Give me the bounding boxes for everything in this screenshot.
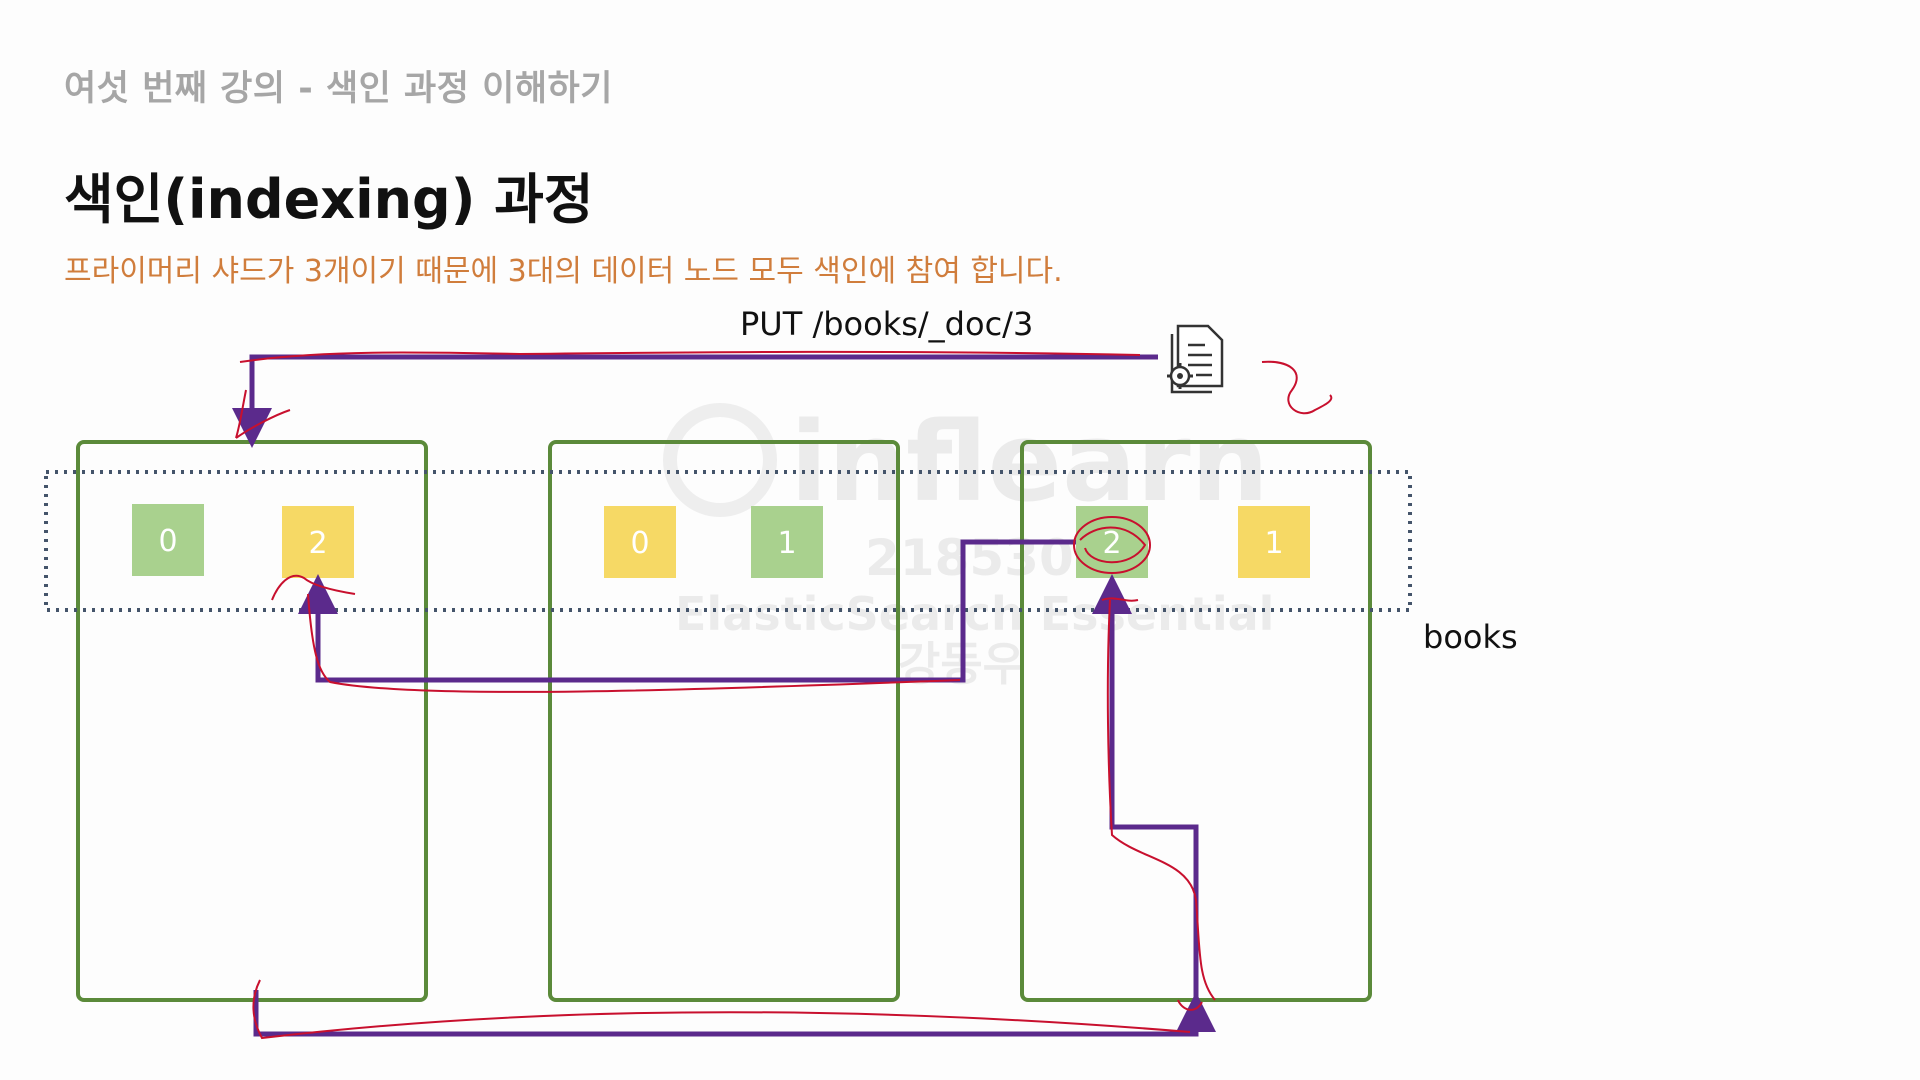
index-name-label: books [1423, 618, 1518, 656]
slide-description: 프라이머리 샤드가 3개이기 때문에 3대의 데이터 노드 모두 색인에 참여 … [64, 254, 1063, 289]
request-label: PUT /books/_doc/3 [740, 305, 1033, 343]
svg-text:2: 2 [308, 526, 327, 561]
books-index-boundary [44, 470, 1412, 612]
data-node-2 [548, 440, 900, 1002]
replication-arrow [298, 539, 1076, 683]
course-title: 여섯 번째 강의 - 색인 과정 이해하기 [64, 69, 613, 109]
shard-replica-0: 0 [604, 506, 676, 578]
shard-primary-0: 0 [132, 504, 204, 576]
slide-title: 색인(indexing) 과정 [64, 168, 594, 231]
svg-text:2: 2 [1102, 526, 1121, 561]
svg-text:1: 1 [777, 526, 796, 561]
svg-text:0: 0 [158, 524, 177, 559]
watermark-brand: inflearn [790, 398, 1269, 526]
document-gear-icon [1167, 324, 1224, 394]
request-arrow [232, 354, 1158, 448]
primary-write-arrow [1092, 574, 1199, 1002]
shard-replica-1: 1 [1238, 506, 1310, 578]
handwritten-annotations [235, 350, 1333, 1040]
shard-replica-2: 2 [282, 506, 354, 578]
shard-primary-1: 1 [751, 506, 823, 578]
watermark-course: ElasticSearch Essential [675, 587, 1274, 641]
svg-text:0: 0 [630, 526, 649, 561]
data-node-1 [76, 440, 428, 1002]
route-arrow [253, 990, 1216, 1037]
watermark-logo-icon [663, 403, 777, 517]
svg-text:1: 1 [1264, 526, 1283, 561]
